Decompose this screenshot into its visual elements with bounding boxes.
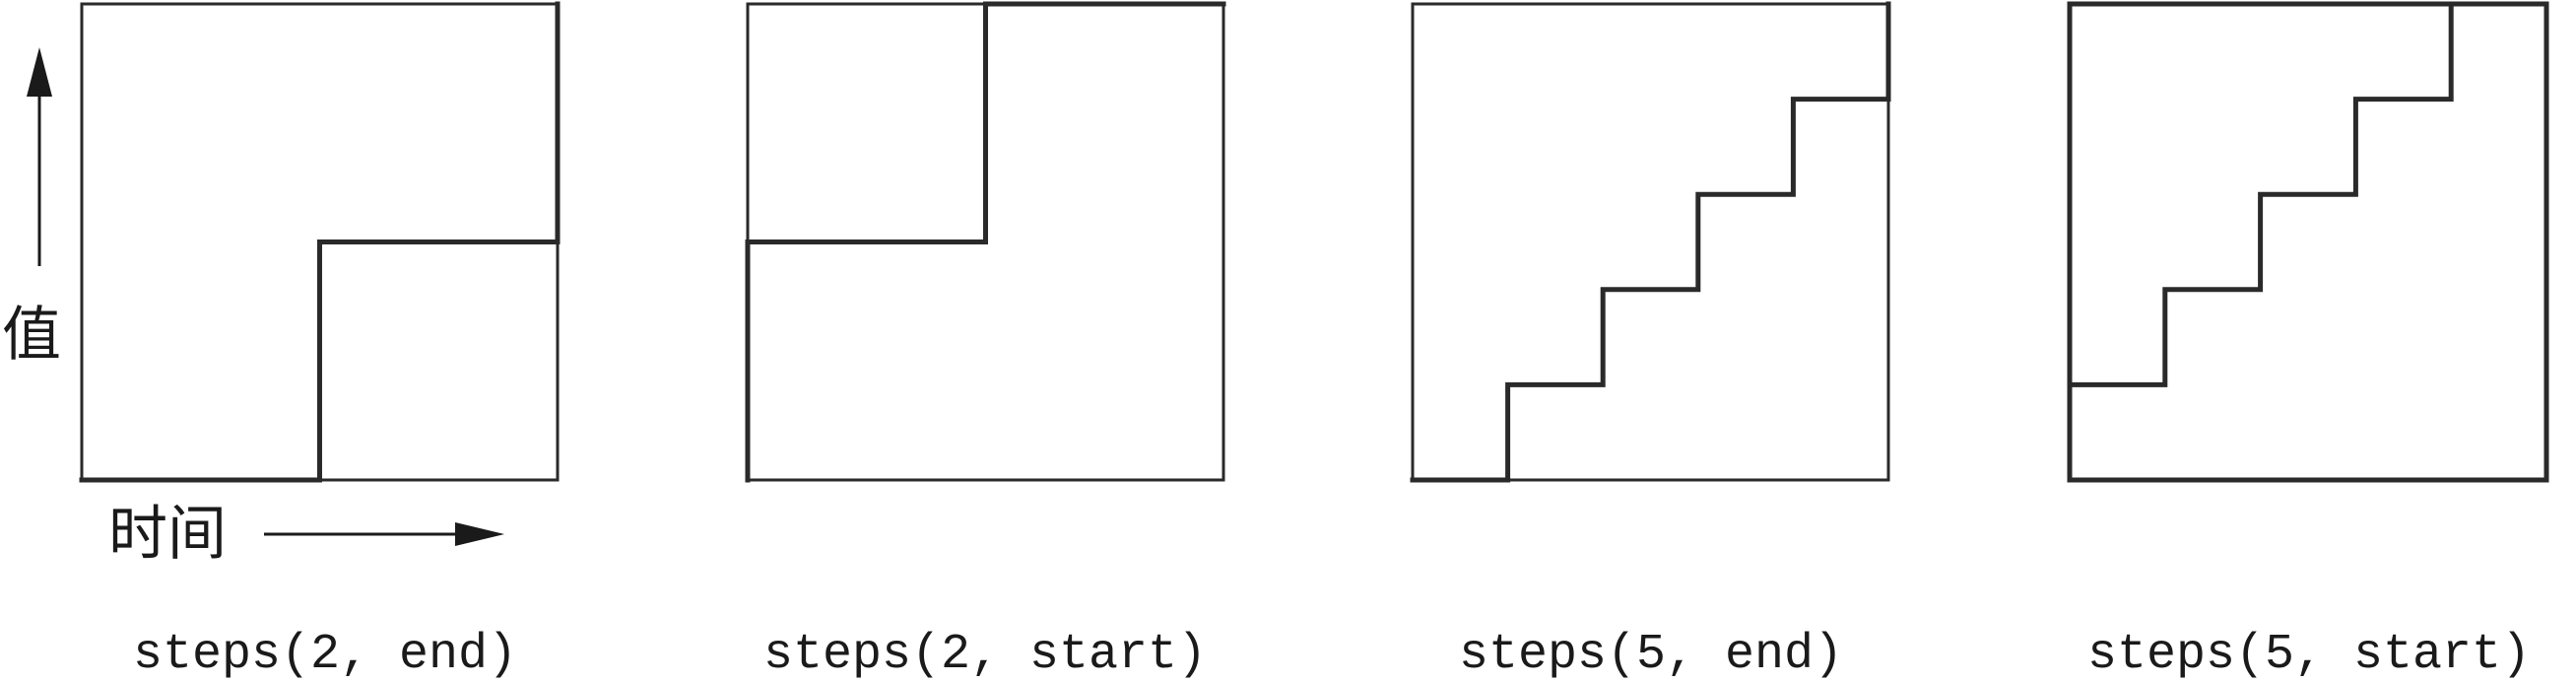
x-axis-arrow-head-icon (455, 522, 504, 546)
panel-caption: steps(5, end) (1459, 627, 1843, 683)
panel-steps-2-start: steps(2, start) (745, 1, 1226, 683)
panel-steps-5-end: steps(5, end) (1410, 1, 1891, 683)
panel-frame (1411, 2, 1890, 482)
x-axis-label: 时间 (108, 500, 227, 569)
step-curve (79, 1, 561, 483)
step-curve (1410, 1, 1891, 483)
panel-caption: steps(5, start) (2087, 627, 2531, 683)
panel-caption: steps(2, end) (133, 627, 517, 683)
y-axis-label: 值 (2, 301, 61, 370)
y-axis-indicator: 值 (2, 47, 61, 370)
x-axis-indicator: 时间 (108, 500, 504, 569)
panel-steps-2-end: steps(2, end) (79, 1, 561, 683)
step-curve (2067, 1, 2549, 483)
panel-caption: steps(2, start) (763, 627, 1207, 683)
y-axis-arrow-head-icon (27, 47, 52, 97)
panel-steps-5-start: steps(5, start) (2067, 1, 2549, 683)
panel-frame (2067, 1, 2549, 483)
step-curve (745, 1, 1226, 483)
